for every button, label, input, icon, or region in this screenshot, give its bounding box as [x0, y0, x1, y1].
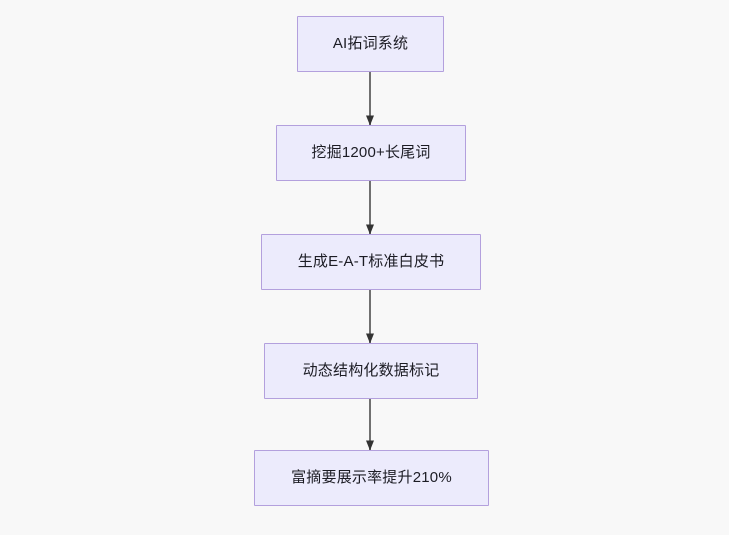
flow-node-n2[interactable]: 挖掘1200+长尾词 — [276, 125, 466, 181]
flow-node-label: 挖掘1200+长尾词 — [311, 143, 431, 161]
flow-node-n5[interactable]: 富摘要展示率提升210% — [254, 450, 489, 506]
flow-node-label: 生成E-A-T标准白皮书 — [297, 252, 445, 270]
flow-node-n1[interactable]: AI拓词系统 — [297, 16, 444, 72]
flow-node-label: AI拓词系统 — [332, 34, 409, 52]
flow-node-label: 富摘要展示率提升210% — [291, 468, 452, 486]
flow-node-n4[interactable]: 动态结构化数据标记 — [264, 343, 478, 399]
flow-node-label: 动态结构化数据标记 — [302, 361, 440, 379]
flow-node-n3[interactable]: 生成E-A-T标准白皮书 — [261, 234, 481, 290]
